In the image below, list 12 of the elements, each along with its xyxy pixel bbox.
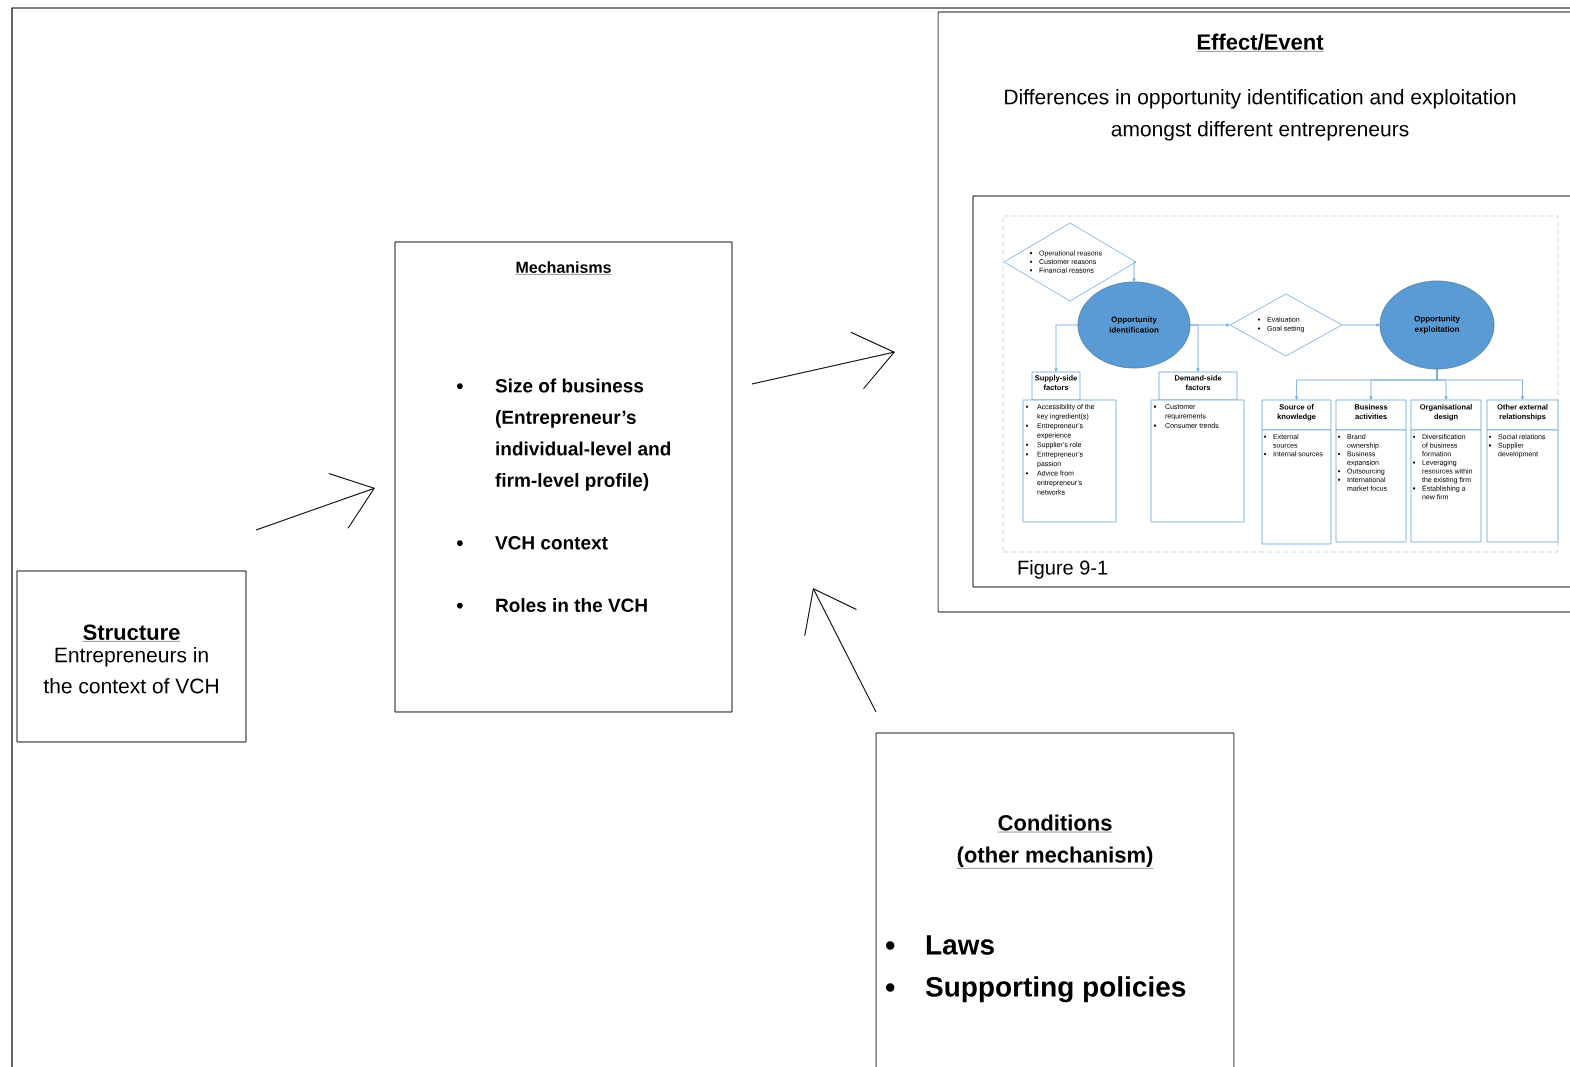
arrow	[255, 473, 375, 531]
arrow	[1436, 368, 1525, 400]
arrow	[1054, 324, 1079, 372]
arrow	[751, 331, 895, 390]
arrow	[1189, 324, 1200, 372]
dashed-frame	[1002, 215, 1559, 553]
text-box: Mechanisms Size of business (Entrepreneur’s individual-level and firm-level profile) VCH context Roles in the VCH	[394, 241, 733, 713]
arrow	[1341, 323, 1380, 327]
arrow	[1132, 261, 1137, 282]
arrow	[804, 588, 877, 713]
text-box: Structure Entrepreneurs in the context of VCH	[16, 570, 247, 743]
text-box: Conditions (other mechanism) Laws Supporting policies	[875, 732, 1235, 1067]
